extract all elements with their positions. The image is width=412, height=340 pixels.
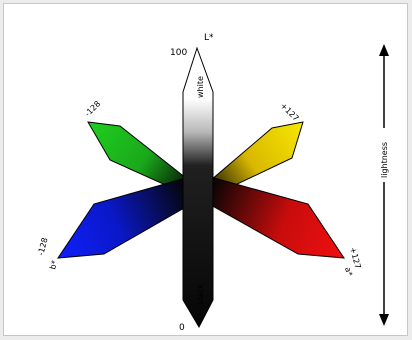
lightness-arrow-down-head [379,314,389,326]
red-diamond [202,178,344,258]
red-axis-label: a* [343,266,354,277]
top-axis-label: L* [204,33,214,43]
white-label: white [196,76,205,98]
blue-value-label: -128 [36,237,49,257]
black-label: black [196,283,205,305]
lightness-label: lightness [380,142,389,178]
lightness-arrow-up-head [379,44,389,56]
value-100-label: 100 [170,48,187,58]
yellow-value-label: +127 [279,101,301,123]
green-value-label: -128 [83,99,102,118]
value-0-label: 0 [179,323,185,333]
blue-diamond [58,178,198,258]
blue-axis-label: b* [48,259,59,270]
